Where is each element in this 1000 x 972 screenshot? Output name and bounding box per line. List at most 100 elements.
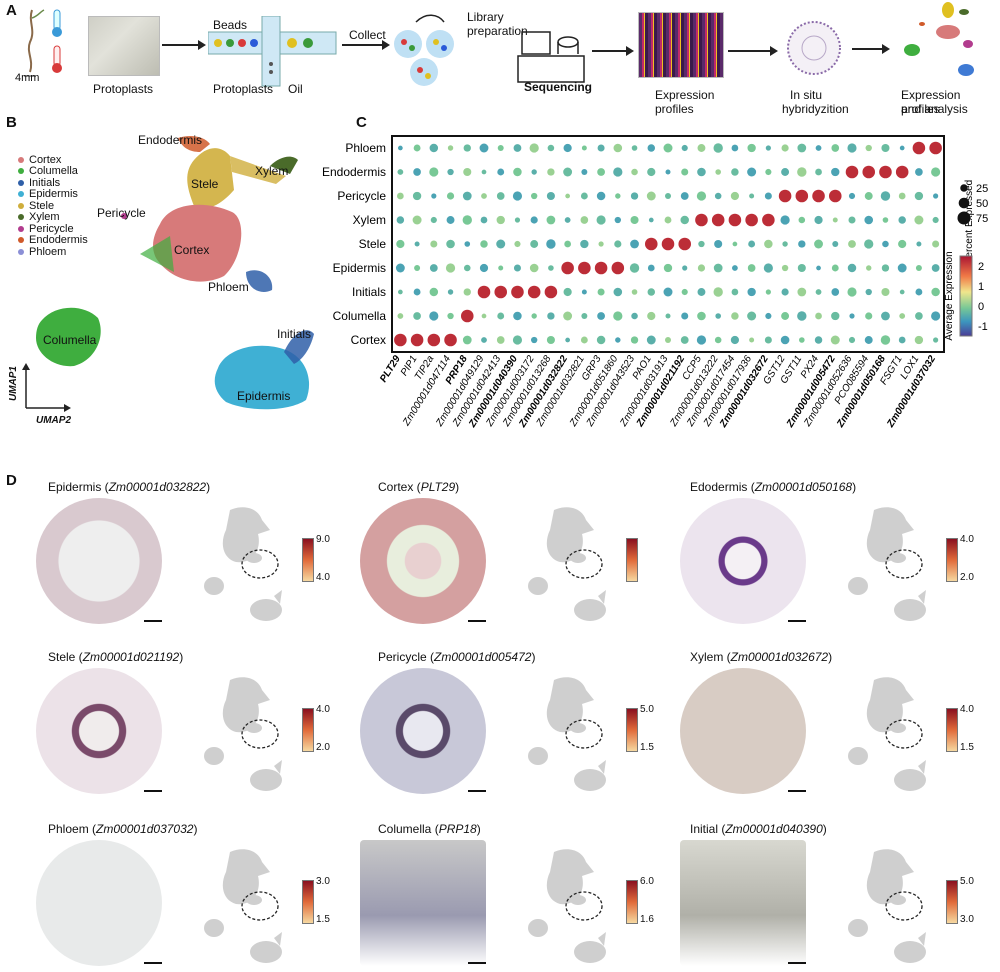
legend-dot [18,168,24,175]
microfluidic-chip-diagram [208,16,337,87]
dot [663,143,673,153]
size-legend-label: 50 [976,198,988,210]
insitu-title: Initial (Zm00001d040390) [690,822,827,836]
dot [831,311,840,321]
panel-label-c: C [356,114,367,131]
dot [747,311,757,321]
dot [680,215,689,225]
dot [613,287,623,297]
dot [696,191,707,201]
colorbar-min: 2.0 [316,742,330,753]
dot [563,167,573,177]
dot [932,240,940,248]
legend-label: Xylem [29,211,60,224]
dot [797,263,806,273]
dot [765,168,772,176]
dot [831,144,840,152]
umap-plot-main [121,136,298,292]
color-legend-label: 2 [978,261,984,273]
umap-label-stele: Stele [191,177,219,191]
umap-label-xylem: Xylem [255,164,289,178]
insitu-title-tissue: Cortex ( [378,480,421,494]
dot [748,240,756,248]
arrow-2 [342,41,390,49]
cortex-cluster [153,204,242,282]
dot [781,312,790,320]
dot [631,289,638,295]
dot [613,143,623,153]
dot [596,335,606,345]
dot [681,288,688,296]
legend-dot [18,156,24,163]
dot [429,167,439,177]
dot [764,192,772,200]
dot [778,189,792,203]
dot [496,215,505,225]
colorbar-max: 5.0 [960,876,974,887]
dot [749,193,755,199]
dot [565,337,571,343]
insitu-section-image [360,498,486,624]
dot [496,192,505,200]
dot [630,215,639,225]
insitu-colorbar [626,880,638,924]
dot [864,192,873,200]
dot [815,168,822,176]
mini-umap [848,849,926,963]
dot [713,143,723,153]
dot [797,167,807,177]
dot [799,337,805,343]
dot [646,191,656,201]
dot [481,169,487,175]
color-legend-label: 0 [978,301,984,313]
protoplasts-photo [88,16,160,76]
dot [614,240,622,248]
dot [513,144,522,152]
colorbar-min: 4.0 [316,572,330,583]
size-legend-dot [957,211,971,225]
dot [447,145,454,151]
dot [565,193,571,199]
dot [497,312,505,320]
dot [463,167,472,177]
dot [597,168,605,176]
insitu-title: Columella (PRP18) [378,822,481,836]
dot [561,261,574,275]
dot [830,335,840,345]
insitu-colorbar [302,880,314,924]
dot [780,215,790,225]
dot [598,241,604,247]
insitu-colorbar [946,708,958,752]
dot [847,143,857,153]
colorbar-max: 5.0 [640,704,654,715]
umap-label-phloem: Phloem [208,280,249,294]
dot [629,263,640,273]
colorbar-max: 3.0 [316,876,330,887]
dot [715,313,721,319]
color-legend-label: -1 [978,321,988,333]
dot [529,143,539,153]
insitu-title-paren: ) [531,650,536,664]
insitu-title-paren: ) [206,480,211,494]
dot [880,191,891,201]
legend-label: Columella [29,165,78,178]
dot [898,239,907,249]
dot [446,239,455,249]
protoplasts-label: Protoplasts [93,82,154,96]
oil-label: Oil [288,82,303,96]
dot [397,192,404,200]
row-label: Cortex [351,333,386,347]
dot [797,143,807,153]
dot [765,145,771,151]
dot [713,263,723,273]
dot [613,311,623,321]
epidermis-cluster-shape [214,330,314,410]
phloem-cluster [246,270,273,292]
dot [464,264,471,272]
dot [581,313,588,319]
cortex-green-edge [140,236,174,272]
sequencing-label: Sequencing [524,80,593,94]
dot [397,289,403,295]
dot [397,169,404,175]
dot [563,143,572,153]
